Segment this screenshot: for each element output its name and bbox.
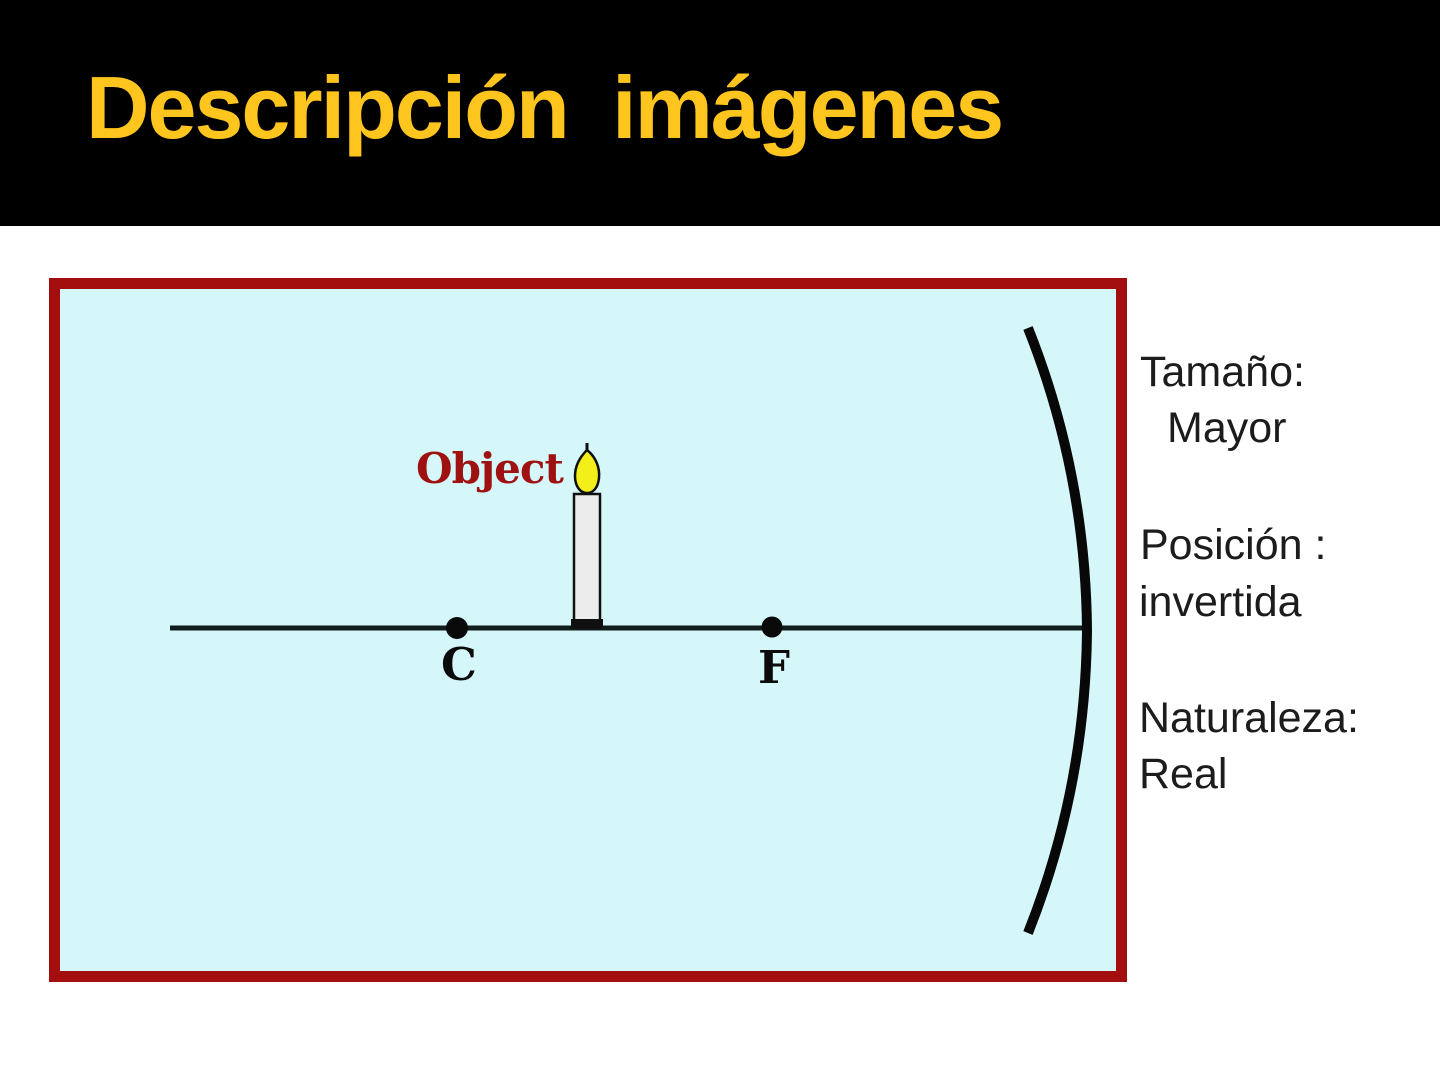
- point-f-label: F: [758, 641, 790, 694]
- title-band: Descripción imágenes: [0, 0, 1440, 226]
- object-label: Object: [416, 444, 564, 493]
- annotation-nature-value: Real: [1139, 750, 1228, 798]
- point-c-label: C: [441, 638, 477, 691]
- annotation-position-label: Posición :: [1140, 521, 1327, 569]
- mirror-diagram-box: [49, 278, 1127, 982]
- slide-title: Descripción imágenes: [86, 58, 1004, 157]
- annotation-size-value: Mayor: [1167, 404, 1287, 452]
- annotation-position-value: invertida: [1139, 578, 1302, 626]
- annotation-nature-label: Naturaleza:: [1139, 694, 1359, 742]
- annotation-size-label: Tamaño:: [1140, 348, 1305, 396]
